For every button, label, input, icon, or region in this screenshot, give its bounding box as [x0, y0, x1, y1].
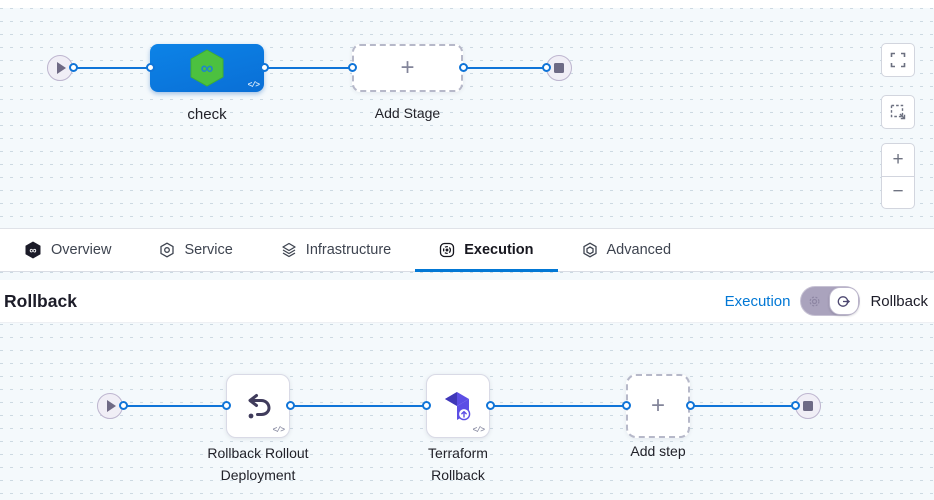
- svg-text:∞: ∞: [29, 246, 36, 257]
- step-node-rollback-rollout[interactable]: </>: [226, 374, 290, 438]
- connector-dot[interactable]: [486, 401, 495, 410]
- svg-text:∞: ∞: [201, 58, 214, 78]
- connector-dot[interactable]: [119, 401, 128, 410]
- zoom-in-out-group: + −: [881, 143, 915, 209]
- minus-icon: −: [892, 181, 904, 203]
- edge-line: [690, 405, 795, 407]
- connector-dot[interactable]: [542, 63, 551, 72]
- step-node-terraform-rollback[interactable]: </>: [426, 374, 490, 438]
- fullscreen-icon: [890, 52, 906, 68]
- tab-label: Service: [184, 242, 233, 258]
- tab-label: Overview: [51, 242, 112, 258]
- harness-logo-icon: ∞: [25, 241, 41, 259]
- mode-controls: Execution Rollback: [725, 286, 928, 316]
- step-label: Rollback Rollout Deployment: [207, 445, 309, 483]
- tab-execution[interactable]: Execution: [415, 229, 558, 272]
- tab-label: Advanced: [606, 242, 672, 258]
- stop-icon: [803, 401, 813, 411]
- execution-icon: [440, 242, 455, 258]
- tab-label: Execution: [464, 242, 534, 258]
- fit-to-screen-button[interactable]: [881, 43, 915, 77]
- edge-line: [490, 405, 626, 407]
- execution-rollback-toggle[interactable]: [800, 286, 861, 316]
- pipeline-start-node[interactable]: [47, 55, 73, 81]
- tab-overview[interactable]: ∞ Overview: [0, 229, 135, 271]
- tab-advanced[interactable]: Advanced: [558, 229, 696, 271]
- connector-dot[interactable]: [422, 401, 431, 410]
- tab-label: Infrastructure: [305, 242, 392, 258]
- connector-dot[interactable]: [459, 63, 468, 72]
- plus-icon: +: [400, 54, 415, 81]
- zoom-out-button[interactable]: −: [882, 177, 914, 209]
- edge-line: [264, 67, 352, 69]
- tab-infrastructure[interactable]: Infrastructure: [257, 229, 415, 271]
- connector-dot[interactable]: [286, 401, 295, 410]
- add-stage-label: Add Stage: [374, 105, 441, 121]
- code-icon[interactable]: </>: [247, 81, 260, 90]
- stage-label: check: [187, 106, 227, 123]
- edge-line: [463, 67, 546, 69]
- connector-dot[interactable]: [146, 63, 155, 72]
- stage-canvas[interactable]: ∞ </> check + Add Stage + −: [0, 8, 934, 229]
- rollback-heading-bar: Rollback Execution Rollb: [0, 280, 934, 323]
- connector-dot[interactable]: [791, 401, 800, 410]
- rollback-start-node[interactable]: [97, 393, 123, 419]
- plus-icon: +: [650, 392, 665, 419]
- plus-icon: +: [892, 148, 904, 170]
- undo-arrow-icon: [248, 394, 271, 419]
- code-icon[interactable]: </>: [472, 426, 485, 435]
- rollback-mode-label: Rollback: [870, 292, 928, 310]
- connector-dot[interactable]: [348, 63, 357, 72]
- advanced-icon: [582, 242, 597, 258]
- add-stage-button[interactable]: +: [352, 44, 463, 92]
- pipeline-studio-tabbar: ∞ Overview Service Infrastructure Execut…: [0, 229, 934, 272]
- gear-icon: [809, 295, 820, 307]
- zoom-in-button[interactable]: +: [882, 144, 914, 177]
- stop-icon: [554, 63, 564, 73]
- play-icon: [57, 62, 66, 74]
- section-title: Rollback: [4, 290, 77, 311]
- rollback-circle-arrow-icon: [838, 295, 851, 307]
- service-icon: [160, 242, 175, 258]
- connector-dot[interactable]: [260, 63, 269, 72]
- add-step-button[interactable]: +: [626, 374, 690, 438]
- infrastructure-icon: [282, 242, 296, 258]
- step-label: Terraform Rollback: [428, 445, 488, 483]
- terraform-icon: [445, 392, 471, 421]
- connector-dot[interactable]: [222, 401, 231, 410]
- edge-line: [123, 405, 226, 407]
- play-icon: [107, 400, 116, 412]
- edge-line: [73, 67, 151, 69]
- code-icon[interactable]: </>: [272, 426, 285, 435]
- selection-box-icon: [890, 104, 906, 120]
- stage-node-check[interactable]: ∞ </>: [150, 44, 264, 92]
- edge-line: [290, 405, 426, 407]
- active-tab-underline: [415, 269, 558, 272]
- execution-mode-label[interactable]: Execution: [724, 292, 791, 310]
- harness-ci-icon: ∞: [190, 49, 224, 87]
- tab-service[interactable]: Service: [135, 229, 256, 271]
- toggle-execution-side[interactable]: [801, 295, 828, 308]
- add-step-label: Add step: [630, 443, 686, 459]
- connector-dot[interactable]: [69, 63, 78, 72]
- toggle-rollback-side[interactable]: [828, 287, 860, 315]
- rollback-canvas[interactable]: Rollback Execution Rollb: [0, 272, 934, 500]
- marquee-select-button[interactable]: [881, 95, 915, 129]
- top-spacer: [0, 0, 934, 8]
- connector-dot[interactable]: [622, 401, 631, 410]
- connector-dot[interactable]: [686, 401, 695, 410]
